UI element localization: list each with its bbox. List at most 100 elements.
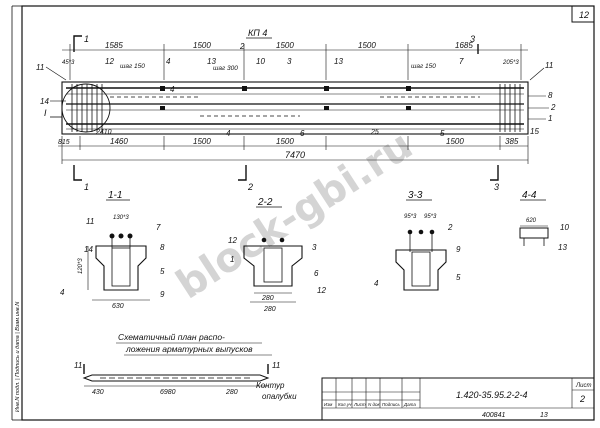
svg-text:630: 630 [112,303,124,310]
svg-text:3: 3 [470,34,475,44]
section-mark-3-bottom [490,165,499,181]
section-mark-1-top [73,35,82,52]
title-stamp: Изм Кол.уч Лист N док Подпись Дата 1.420… [321,377,595,421]
dim-45x3: 45*3 [62,60,75,66]
side-label: Инв.N подл. | Подпись и дата | Взам.инв.… [15,302,21,412]
schematic-plan: Схематичный план распо- ложения арматурн… [74,332,297,401]
sheet-value: 2 [579,394,585,404]
step-label-1: шаг 150 [120,63,145,70]
svg-text:280: 280 [261,295,274,302]
contour-label-1: Контур [256,381,285,390]
format-number: 13 [540,412,548,419]
svg-text:12: 12 [317,286,326,295]
svg-text:3: 3 [494,182,499,192]
svg-text:8: 8 [160,243,165,252]
step-label-3: шаг 150 [411,63,436,70]
svg-text:13: 13 [207,57,216,66]
svg-text:5: 5 [440,129,445,138]
scheme-caption-2: ложения арматурных выпусков [125,344,253,354]
svg-text:6: 6 [300,129,305,138]
svg-text:5: 5 [160,267,165,276]
svg-text:11: 11 [36,63,44,72]
svg-text:N док: N док [368,402,380,407]
section-4-4: 4-4 620 10 13 [519,190,569,252]
svg-text:7: 7 [156,223,161,232]
sheet-frame [21,5,595,421]
top-dim-4: 1500 [358,41,376,50]
svg-text:280: 280 [225,389,238,396]
scheme-contour [82,374,270,382]
title-kp4: КП 4 [248,28,267,38]
svg-text:1500: 1500 [193,137,211,146]
overall-length: 7470 [285,150,305,160]
step-label-2: шаг 300 [213,65,238,72]
svg-text:1500: 1500 [446,137,464,146]
section-3-3-title: 3-3 [408,190,423,201]
svg-text:3: 3 [287,57,292,66]
top-dim-5: 1685 [455,41,473,50]
svg-text:10: 10 [560,223,569,232]
svg-text:10: 10 [256,57,265,66]
svg-text:11: 11 [272,361,280,370]
section-1-1-title: 1-1 [108,190,122,201]
svg-text:3: 3 [312,243,317,252]
svg-text:Дата: Дата [403,402,416,407]
svg-text:9: 9 [160,290,165,299]
inventory-number: 400841 [482,412,505,419]
svg-text:11: 11 [86,217,94,226]
svg-text:11: 11 [545,61,553,70]
svg-text:6980: 6980 [160,389,176,396]
svg-text:1460: 1460 [110,137,128,146]
svg-text:6: 6 [314,269,319,278]
svg-text:8: 8 [548,91,553,100]
svg-text:2: 2 [247,182,253,192]
svg-text:Изм: Изм [324,402,332,407]
section-2-2-profile [243,245,303,287]
detail-label-I: I [44,108,47,118]
sheet-label: Лист [575,383,591,389]
svg-text:13: 13 [558,243,567,252]
svg-text:815: 815 [58,139,70,146]
svg-text:4: 4 [374,279,379,288]
svg-text:Кол.уч: Кол.уч [338,402,352,407]
svg-text:4: 4 [60,288,65,297]
beam-outline [61,81,529,135]
svg-text:12: 12 [105,57,114,66]
section-mark-2-bottom [238,165,247,181]
svg-text:1: 1 [84,34,89,44]
top-dim-3: 1500 [276,41,294,50]
scheme-caption-1: Схематичный план распо- [118,332,225,342]
stirrups-left [71,84,103,132]
section-4-4-title: 4-4 [522,190,537,201]
svg-text:430: 430 [92,389,104,396]
svg-text:620: 620 [526,218,537,224]
dim-25: 25 [370,129,379,136]
stirrups-right [499,84,521,132]
section-2-2: 2-2 12 3 1 6 12 280 280 [228,197,326,313]
svg-text:2: 2 [447,223,453,232]
section-3-3: 3-3 95*3 95*3 2 9 4 5 [374,190,461,291]
sheet-number-box [571,5,595,23]
dim-2: 2 [239,42,245,51]
svg-text:2: 2 [550,103,556,112]
dim-205x3: 205*3 [502,60,519,66]
svg-text:1500: 1500 [276,137,294,146]
svg-text:11: 11 [74,361,82,370]
svg-text:130*3: 130*3 [113,215,129,221]
svg-text:385: 385 [505,137,519,146]
svg-text:14: 14 [40,97,49,106]
section-3-3-profile [395,249,447,291]
svg-text:Лист: Лист [353,402,366,407]
sheet-number: 12 [579,10,589,20]
section-mark-1-bottom [73,165,82,181]
svg-text:9: 9 [456,245,461,254]
section-1-1-profile [95,245,147,291]
top-dim-2: 1500 [193,41,211,50]
svg-text:1: 1 [230,255,234,264]
svg-text:95*3: 95*3 [424,214,437,220]
svg-text:1: 1 [84,182,89,192]
svg-text:15: 15 [530,127,539,136]
svg-text:4: 4 [226,129,231,138]
top-dim-1: 1585 [105,41,123,50]
svg-text:120*3: 120*3 [78,258,84,274]
